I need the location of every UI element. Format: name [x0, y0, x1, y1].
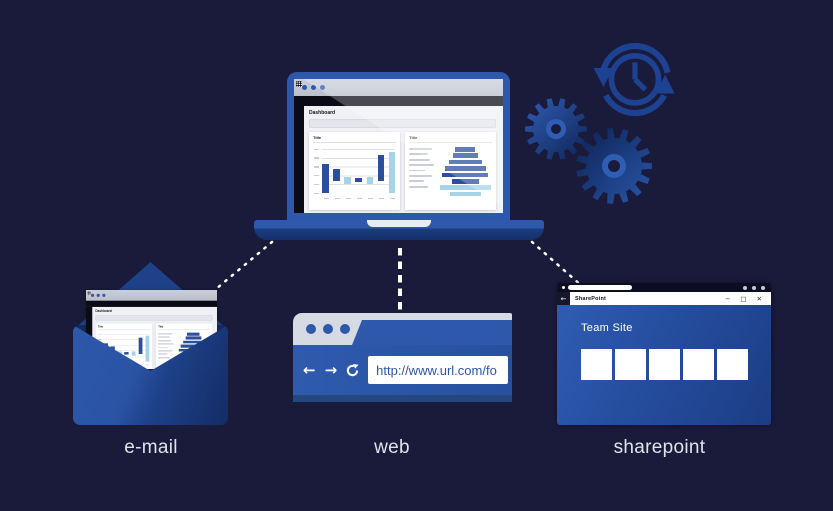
sharepoint-menu-bar: ← SharePoint − □ ✕	[557, 292, 771, 305]
window-dot-icon	[96, 293, 100, 297]
label-email: e-mail	[124, 437, 178, 458]
connector-email	[214, 240, 274, 291]
chart-title: Title	[97, 325, 151, 331]
chart-title: Title	[409, 135, 492, 143]
forward-arrow-icon[interactable]: →	[324, 360, 338, 379]
funnel-chart	[439, 146, 492, 197]
app-launcher-icon[interactable]	[87, 291, 92, 296]
browser-tab[interactable]	[352, 320, 512, 345]
chart-card-funnel: Title	[405, 132, 496, 210]
laptop-display: Dashboard Title Title	[294, 79, 503, 213]
sharepoint-content: Team Site	[557, 305, 771, 425]
browser-toolbar: ← → http://www.url.com/fo	[293, 345, 512, 402]
dashboard-search-bar[interactable]	[95, 315, 213, 321]
window-dot-icon	[752, 285, 756, 290]
url-bar[interactable]: http://www.url.com/fo	[368, 356, 508, 384]
url-text: http://www.url.com/fo	[376, 362, 497, 378]
history-clock-icon	[593, 43, 675, 117]
window-dot-icon	[562, 286, 565, 289]
app-launcher-icon[interactable]	[296, 81, 302, 87]
window-dots	[743, 285, 765, 290]
browser-chrome-bar	[86, 290, 217, 301]
back-arrow-icon[interactable]: ←	[303, 360, 316, 379]
funnel-chart-area	[409, 146, 492, 197]
chart-title: Title	[158, 325, 211, 331]
window-dot-icon	[102, 293, 106, 297]
window-dot-icon	[761, 285, 765, 290]
browser-window-dots	[306, 324, 350, 334]
gears-icon	[525, 98, 652, 204]
chart-legend	[409, 146, 439, 196]
window-dot-icon	[302, 85, 307, 90]
laptop-base	[254, 220, 544, 240]
sharepoint-tile	[649, 349, 680, 380]
email-envelope: Dashboard Title Title	[73, 262, 228, 425]
sharepoint-app-title: SharePoint	[575, 295, 607, 302]
dashboard-title: Dashboard	[95, 309, 112, 314]
sharepoint-tile	[683, 349, 714, 380]
sharepoint-window: ← SharePoint − □ ✕ Team Site	[557, 283, 771, 425]
dashboard-cards: Title Title	[309, 132, 498, 210]
minimize-icon[interactable]: −	[724, 294, 731, 303]
app-header-bar	[86, 300, 217, 307]
sharepoint-tile	[717, 349, 748, 380]
connector-sharepoint	[530, 240, 585, 289]
sharepoint-tile	[581, 349, 612, 380]
browser-chrome-bar	[294, 79, 503, 96]
label-sharepoint: sharepoint	[613, 437, 706, 458]
chart-card-waterfall: Title	[309, 132, 401, 210]
refresh-icon[interactable]	[346, 363, 359, 377]
app-sidebar	[294, 106, 304, 213]
back-button[interactable]: ←	[557, 292, 570, 305]
window-dot-icon	[323, 324, 333, 334]
window-dot-icon	[320, 85, 325, 90]
window-dot-icon	[306, 324, 316, 334]
waterfall-chart	[313, 145, 396, 203]
sharepoint-title-bar	[557, 283, 771, 292]
label-web: web	[374, 437, 410, 458]
dashboard-main: Dashboard Title Title	[304, 106, 503, 213]
dashboard-search-bar[interactable]	[309, 119, 497, 128]
envelope-pocket	[73, 325, 228, 425]
chart-card-waterfall: Title	[95, 323, 153, 369]
window-controls: − □ ✕	[725, 295, 771, 303]
window-dot-icon	[311, 85, 316, 90]
dashboard-title: Dashboard	[309, 110, 336, 116]
dashboard-main: Dashboard Title Title	[92, 307, 217, 369]
window-dot-icon	[91, 293, 95, 297]
window-dot-icon	[743, 285, 747, 290]
laptop-notch	[367, 220, 431, 227]
close-icon[interactable]: ✕	[756, 294, 762, 303]
chart-title: Title	[313, 135, 397, 143]
maximize-icon[interactable]: □	[740, 294, 747, 303]
sharepoint-tile	[615, 349, 646, 380]
sharepoint-tiles	[581, 349, 771, 380]
browser-title-bar	[293, 313, 512, 345]
laptop-screen: Dashboard Title Title	[287, 72, 510, 220]
team-site-title: Team Site	[581, 322, 633, 334]
dashboard-app: Dashboard Title Title	[294, 79, 503, 213]
app-header-bar	[294, 96, 503, 106]
web-browser-window: ← → http://www.url.com/fo	[293, 313, 512, 402]
browser-tab-pill	[568, 285, 632, 290]
chart-legend	[158, 332, 176, 364]
window-dot-icon	[340, 324, 350, 334]
